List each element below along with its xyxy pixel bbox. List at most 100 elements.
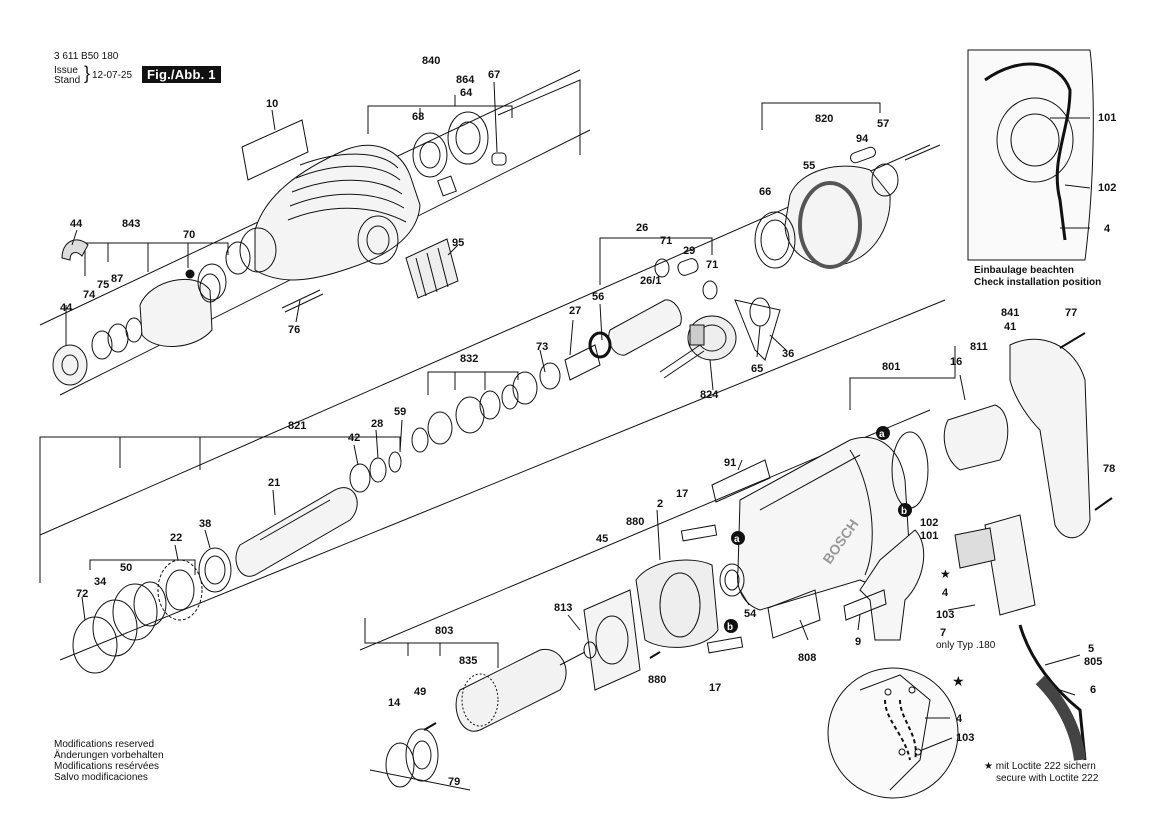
- part-78-screw: [1094, 497, 1113, 511]
- callout: 832: [460, 353, 478, 365]
- callout: 44: [60, 302, 73, 314]
- callout: 103: [956, 732, 974, 744]
- part-841-handle-half: [1009, 338, 1091, 538]
- callout: 2: [657, 498, 663, 510]
- callout: 803: [435, 625, 453, 637]
- part-29: [677, 258, 699, 276]
- part-9-plate: [843, 589, 887, 621]
- callout: 29: [683, 245, 695, 257]
- callout: 835: [459, 655, 477, 667]
- part-14: [385, 742, 415, 788]
- callout: 42: [348, 432, 360, 444]
- callout: 57: [877, 118, 889, 130]
- part-4-switch: [984, 514, 1036, 616]
- loctite-de-text: mit Loctite 222 sichern: [995, 761, 1096, 772]
- callout: 94: [856, 133, 869, 145]
- part-number: 3 611 B50 180: [54, 51, 119, 62]
- callout: 811: [970, 341, 988, 353]
- callout: 87: [111, 273, 123, 285]
- callout: 36: [782, 348, 794, 360]
- part-17-top: [680, 524, 718, 542]
- callout: 91: [724, 457, 736, 469]
- callout: 9: [855, 636, 861, 648]
- stand-label: Stand: [54, 75, 81, 86]
- callout: 16: [950, 356, 962, 368]
- part-835-armature: [455, 641, 597, 732]
- callout: 95: [452, 237, 464, 249]
- callout: 66: [759, 186, 771, 198]
- inset-caption-en: Check installation position: [974, 277, 1102, 288]
- inset-bottom-switch: [827, 667, 959, 799]
- callout: 71: [706, 259, 718, 271]
- footer-line-fr: Modifications resérvées: [54, 761, 160, 772]
- part-880-screw: [649, 651, 661, 659]
- footer-line-es: Salvo modificaciones: [54, 772, 148, 783]
- callout: 28: [371, 418, 383, 430]
- callout: 821: [288, 420, 306, 432]
- callout: 54: [744, 608, 757, 620]
- part-27: [564, 344, 601, 381]
- callout: 49: [414, 686, 426, 698]
- part-67: [491, 152, 507, 166]
- callout: 59: [394, 406, 406, 418]
- callout: 45: [596, 533, 608, 545]
- modifications-notice: Modifications reserved Änderungen vorbeh…: [54, 739, 164, 783]
- callout: 864: [456, 74, 475, 86]
- part-824-gear-shaft: [659, 315, 737, 379]
- callout: 38: [199, 518, 211, 530]
- part-44-nut: [52, 344, 88, 386]
- part-36: [734, 299, 781, 361]
- callout: 22: [170, 532, 182, 544]
- callout: 805: [1084, 656, 1102, 668]
- part-820-flange: [754, 146, 899, 269]
- callout: 21: [268, 477, 280, 489]
- callout: 820: [815, 113, 833, 125]
- callout: 17: [676, 488, 688, 500]
- callout: 102: [1098, 182, 1116, 194]
- part-6-cable: [1018, 624, 1087, 761]
- part-65: [749, 297, 771, 327]
- svg-text:a: a: [879, 429, 885, 440]
- part-68: [412, 132, 448, 178]
- loctite-note-de: ★ mit Loctite 222 sichern: [984, 761, 1096, 772]
- inset-caption-de: Einbaulage beachten: [974, 265, 1075, 276]
- callout: 26/1: [640, 275, 661, 287]
- callout: 78: [1103, 463, 1115, 475]
- part-64: [447, 111, 489, 165]
- callout: 71: [660, 235, 672, 247]
- callout: 5: [1088, 643, 1094, 655]
- callout: 6: [1090, 684, 1096, 696]
- callout: 101: [1098, 112, 1116, 124]
- star-icon: ★: [984, 761, 993, 772]
- callout: 34: [94, 576, 107, 588]
- callout: 101: [920, 530, 938, 542]
- gear-housing: [225, 144, 421, 281]
- callout: 808: [798, 652, 816, 664]
- callout: 44: [70, 218, 83, 230]
- part-832-rings: [411, 362, 561, 453]
- callout: 4: [1104, 223, 1111, 235]
- part-72: [72, 616, 118, 674]
- callout: 74: [83, 289, 96, 301]
- callout: 65: [751, 363, 763, 375]
- connection-markers: a b a b: [724, 426, 912, 633]
- part-10-plate: [241, 119, 309, 181]
- callout: 880: [626, 516, 644, 528]
- inset-top-wiring: [967, 49, 1094, 261]
- callout: 840: [422, 55, 440, 67]
- callout: 73: [536, 341, 548, 353]
- part-22-gear: [157, 559, 203, 621]
- callout: 72: [76, 588, 88, 600]
- callout: 10: [266, 98, 278, 110]
- part-17-bottom: [706, 636, 744, 654]
- callout: 843: [122, 218, 140, 230]
- callout: 813: [554, 602, 572, 614]
- part-91-plate: [711, 459, 771, 503]
- part-21-spindle: [235, 451, 402, 577]
- part-843-tool-holder: [139, 278, 213, 347]
- star-icon: ★: [952, 673, 965, 689]
- svg-text:a: a: [734, 534, 740, 545]
- callout: 824: [700, 389, 719, 401]
- callout: 26: [636, 222, 648, 234]
